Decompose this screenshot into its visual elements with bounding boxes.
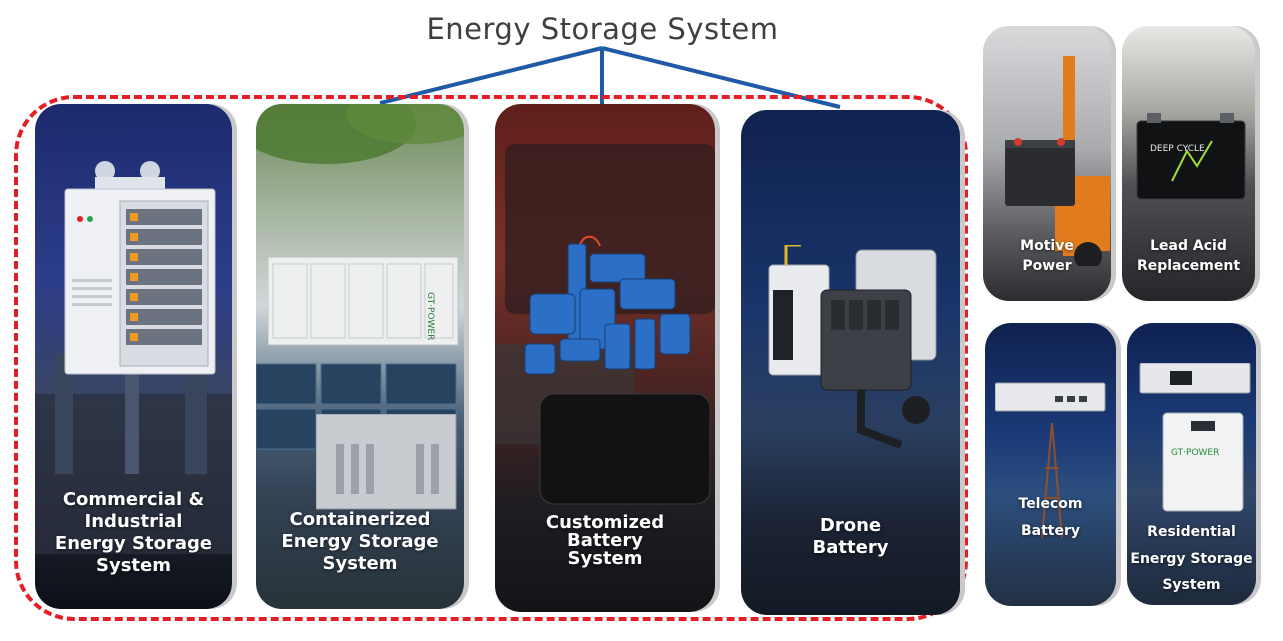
tree-foliage bbox=[256, 104, 464, 164]
card-label-commercial-industrial: Commercial & Industrial Energy Storage S… bbox=[54, 489, 213, 576]
card-lead-acid-replacement[interactable]: DEEP CYCLE Lead Acid Replacement bbox=[1122, 26, 1255, 301]
card-label-drone-battery: Drone Battery bbox=[812, 515, 889, 558]
battery-text: DEEP CYCLE bbox=[1150, 144, 1205, 154]
deep-cycle-battery-image: DEEP CYCLE bbox=[1136, 113, 1246, 200]
container-image: GT·POWER bbox=[268, 256, 459, 346]
telecom-battery-image bbox=[995, 382, 1106, 538]
card-label-telecom-battery: Telecom Battery bbox=[1018, 496, 1083, 539]
card-residential-energy-storage[interactable]: GT·POWER Residential Energy Storage Syst… bbox=[1127, 323, 1256, 605]
card-label-customized-battery: Customized Battery System bbox=[545, 512, 665, 569]
forklift-battery-image bbox=[1005, 56, 1110, 266]
cabinet-image bbox=[64, 161, 216, 375]
card-label-motive-power: Motive Power bbox=[1020, 238, 1074, 275]
energy-storage-group-frame bbox=[14, 95, 968, 621]
generator-unit bbox=[316, 414, 457, 510]
laptop-phone-backdrop bbox=[495, 144, 715, 505]
card-commercial-industrial[interactable]: Commercial & Industrial Energy Storage S… bbox=[35, 104, 232, 609]
card-label-containerized: Containerized Energy Storage System bbox=[281, 509, 439, 574]
card-customized-battery[interactable]: Customized Battery System bbox=[495, 104, 715, 612]
card-motive-power[interactable]: Motive Power bbox=[983, 26, 1111, 301]
section-title: Energy Storage System bbox=[426, 12, 779, 46]
card-label-residential-energy-storage: Residential Energy Storage System bbox=[1130, 524, 1253, 594]
card-containerized[interactable]: GT·POWER Containerized Energy Storage Sy… bbox=[256, 104, 464, 609]
brand-logo: GT·POWER bbox=[1171, 448, 1219, 458]
card-drone-battery[interactable]: Drone Battery bbox=[741, 110, 960, 615]
battery-packs-image bbox=[524, 235, 691, 375]
card-label-lead-acid-replacement: Lead Acid Replacement bbox=[1136, 238, 1241, 275]
card-telecom-battery[interactable]: Telecom Battery bbox=[985, 323, 1116, 606]
residential-battery-image: GT·POWER bbox=[1139, 363, 1251, 512]
brand-logo: GT·POWER bbox=[425, 292, 435, 340]
drone-battery-image bbox=[768, 245, 937, 449]
